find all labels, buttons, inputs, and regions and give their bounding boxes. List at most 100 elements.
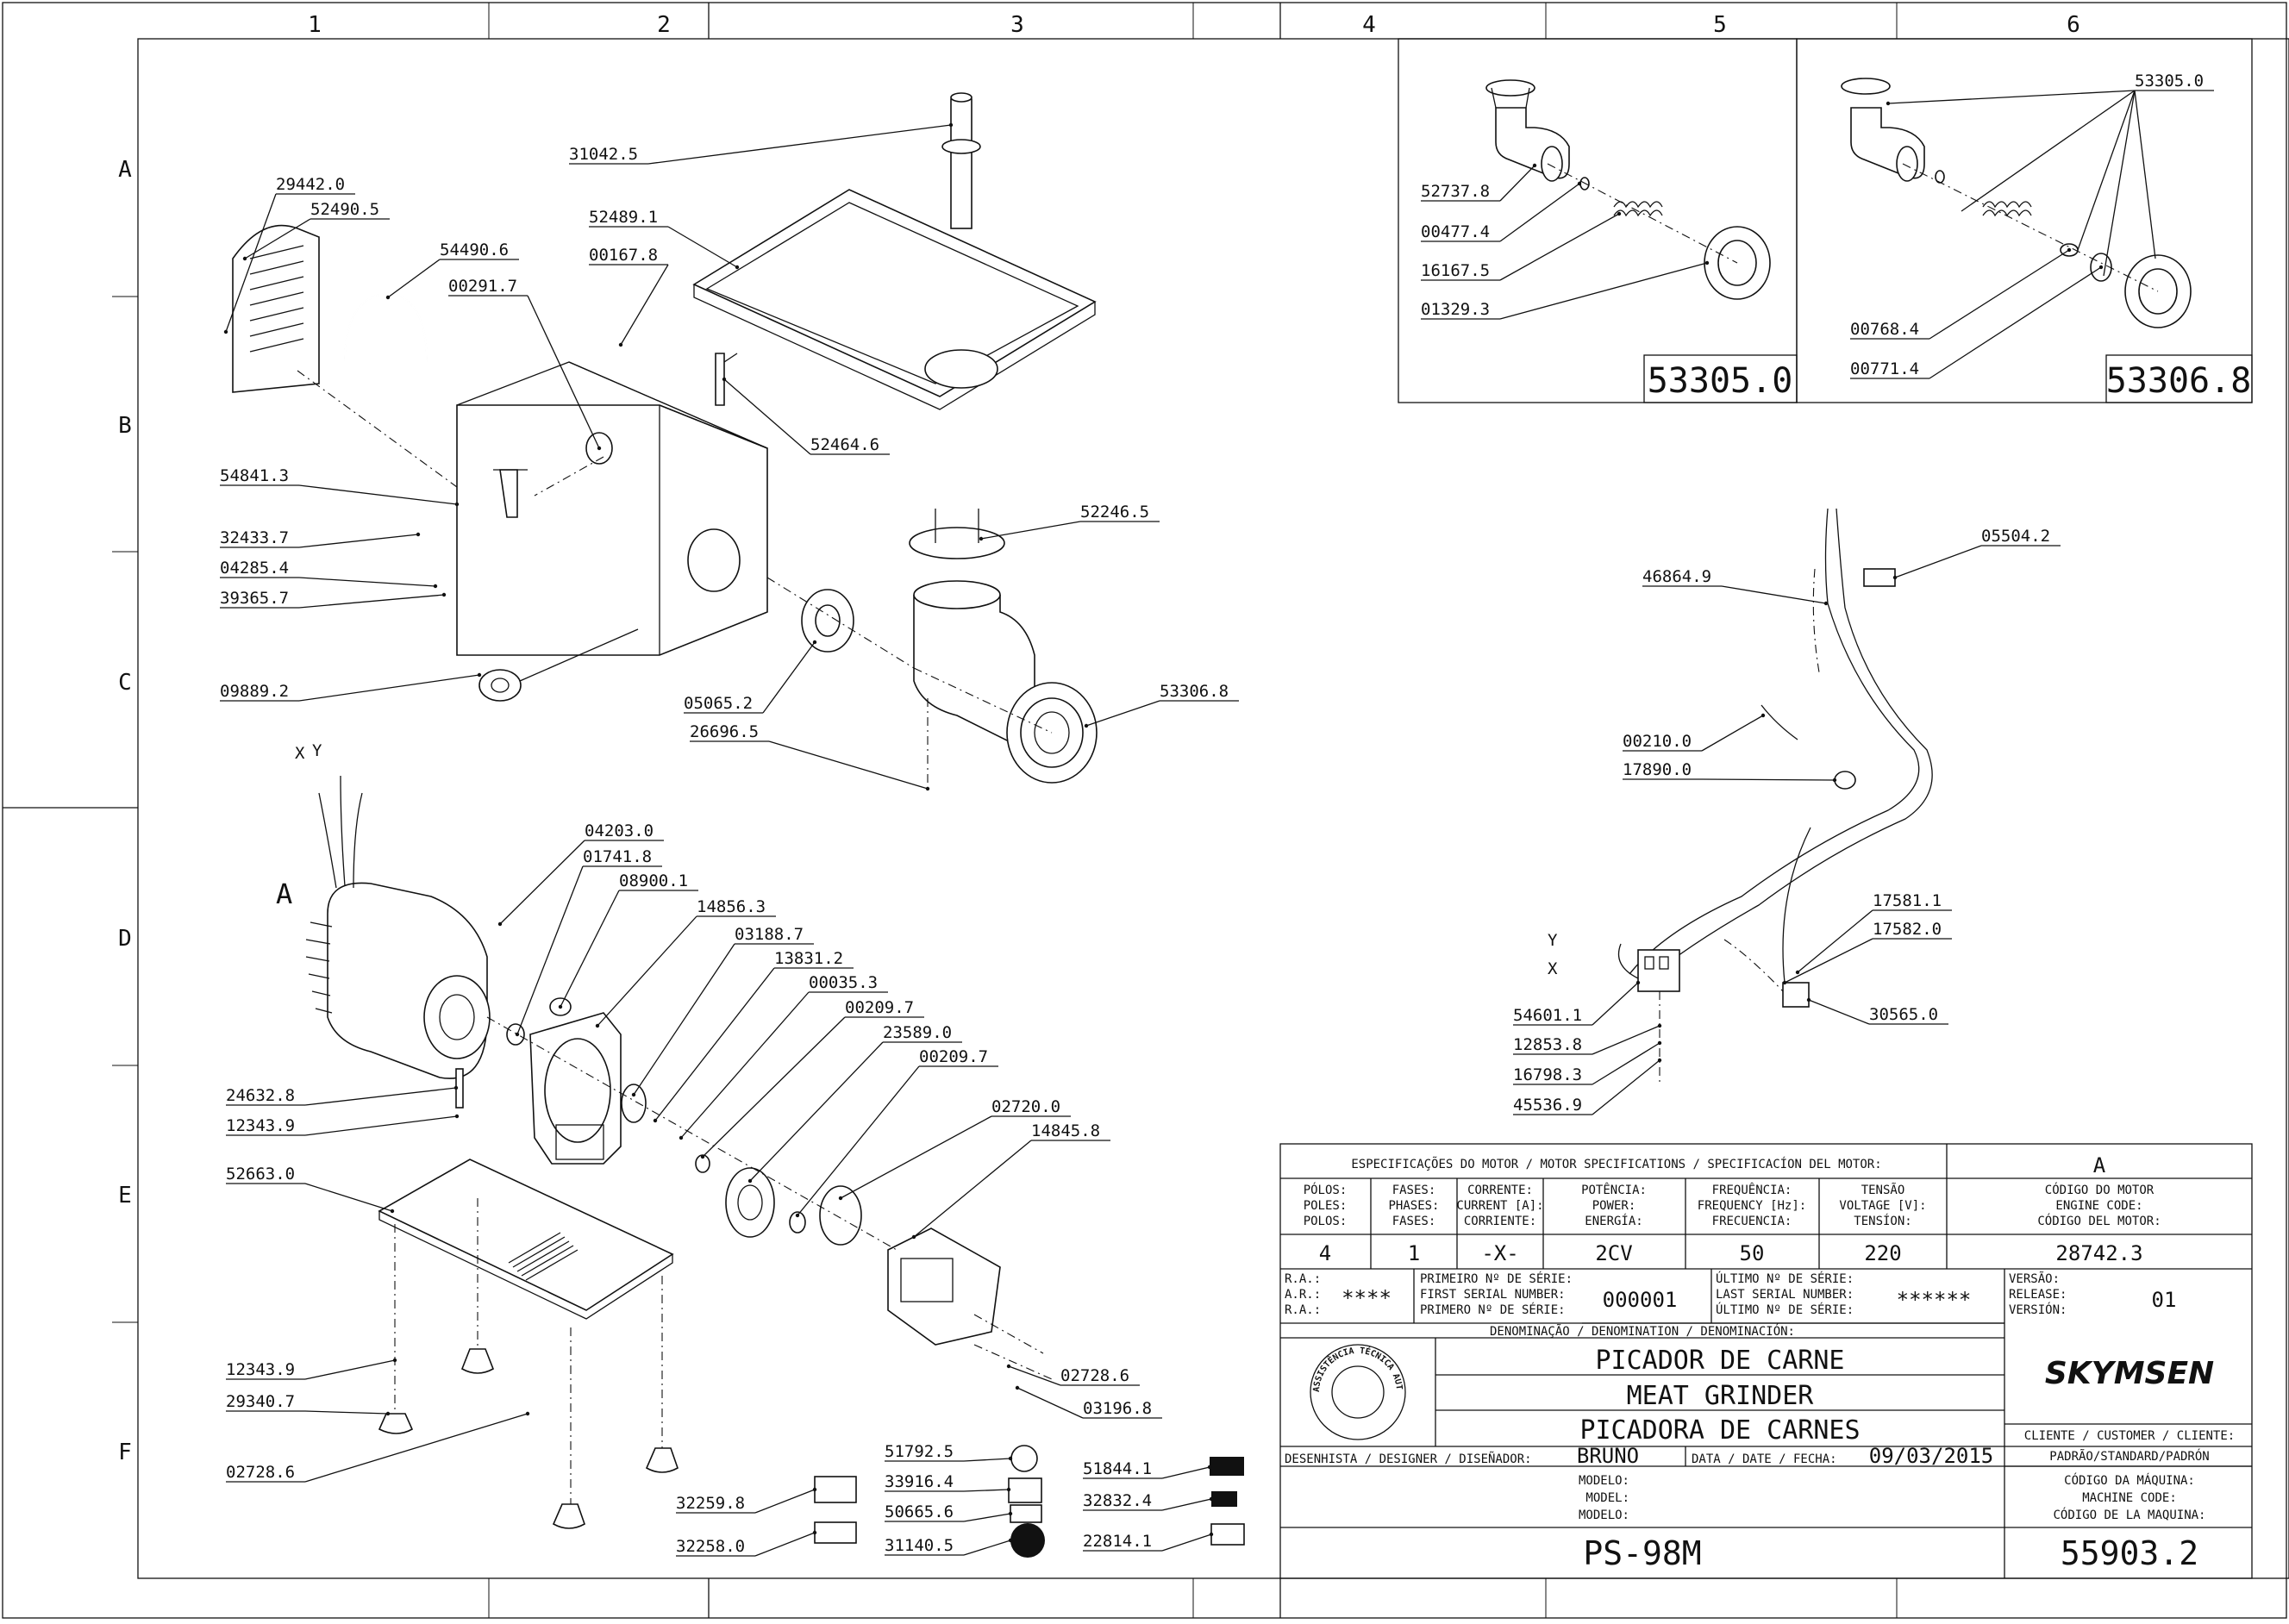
version-value: 01 xyxy=(2152,1288,2177,1312)
part-callout: 26696.5 xyxy=(690,722,759,741)
client-label: CLIENTE / CUSTOMER / CLIENTE: xyxy=(2024,1429,2235,1443)
version-label: VERSIÓN: xyxy=(2009,1302,2067,1317)
part-callout: 24632.8 xyxy=(226,1086,295,1105)
part-callout: 22814.1 xyxy=(1083,1532,1152,1551)
part-callout: 54490.6 xyxy=(440,240,509,259)
part-callout: 30565.0 xyxy=(1869,1005,1938,1024)
part-callout: 51844.1 xyxy=(1083,1459,1152,1478)
spec-label: FASES: xyxy=(1392,1215,1436,1228)
spec-label: POLOS: xyxy=(1304,1215,1348,1228)
part-callout: 03196.8 xyxy=(1083,1399,1152,1418)
motor-letter: A xyxy=(276,878,292,910)
spec-label: CORRENTE: xyxy=(1467,1184,1533,1197)
machine-code-label: MACHINE CODE: xyxy=(2082,1491,2177,1505)
part-callout: 52464.6 xyxy=(810,435,879,454)
part-callout: 52489.1 xyxy=(589,208,658,227)
part-callout: 52490.5 xyxy=(310,200,379,219)
date-label: DATA / DATE / FECHA: xyxy=(1692,1452,1837,1466)
part-callout: 31140.5 xyxy=(885,1536,954,1555)
frame-row-label: E xyxy=(118,1183,132,1209)
detail-box-title: 53306.8 xyxy=(2106,361,2252,401)
part-callout: 16798.3 xyxy=(1513,1065,1582,1084)
model-value: PS-98M xyxy=(1583,1534,1701,1572)
ra-value: **** xyxy=(1342,1286,1392,1310)
first-serial-value: 000001 xyxy=(1603,1288,1678,1312)
part-callout: 02728.6 xyxy=(1060,1366,1129,1385)
part-callout: 14856.3 xyxy=(697,897,766,916)
spec-label: TENSÍON: xyxy=(1854,1214,1911,1228)
part-callout: 05065.2 xyxy=(684,694,753,713)
axis-y-label: Y xyxy=(312,741,322,760)
product-name-es: PICADORA DE CARNES xyxy=(1579,1415,1860,1446)
spec-value: 1 xyxy=(1408,1241,1420,1265)
machine-code-label: CÓDIGO DA MÁQUINA: xyxy=(2064,1472,2195,1488)
spec-value: 2CV xyxy=(1595,1241,1632,1265)
part-callout: 52663.0 xyxy=(226,1165,295,1184)
designer-label: DESENHISTA / DESIGNER / DISEÑADOR: xyxy=(1285,1452,1532,1466)
electrical-harness xyxy=(1617,508,1933,1086)
engine-code-label: CÓDIGO DEL MOTOR: xyxy=(2037,1213,2161,1228)
model-label: MODEL: xyxy=(1585,1491,1629,1505)
ra-label: R.A.: xyxy=(1285,1303,1321,1317)
spec-value: -X- xyxy=(1481,1241,1518,1265)
part-callout: 46864.9 xyxy=(1642,567,1711,586)
spec-label: POLES: xyxy=(1304,1199,1348,1213)
part-callout: 00167.8 xyxy=(589,246,658,265)
part-callout: 52737.8 xyxy=(1421,182,1490,201)
part-callout: 00210.0 xyxy=(1623,732,1692,751)
part-callout: 00771.4 xyxy=(1850,359,1919,378)
part-callout: 12343.9 xyxy=(226,1116,295,1135)
part-callout: 54841.3 xyxy=(220,466,289,485)
ra-label: A.R.: xyxy=(1285,1288,1321,1302)
part-callout: 08900.1 xyxy=(619,871,688,890)
last-serial-label: LAST SERIAL NUMBER: xyxy=(1716,1288,1854,1302)
product-name-pt: PICADOR DE CARNE xyxy=(1596,1346,1845,1376)
part-callout: 50665.6 xyxy=(885,1502,954,1521)
part-callout: 00209.7 xyxy=(845,998,914,1017)
part-callout: 00477.4 xyxy=(1421,222,1490,241)
spec-label: CURRENT [A]: xyxy=(1456,1199,1543,1213)
part-callout: 39365.7 xyxy=(220,589,289,608)
detail-box-53306: 53306.8 xyxy=(1796,38,2253,403)
part-callout: 54601.1 xyxy=(1513,1006,1582,1025)
part-callout: 14845.8 xyxy=(1031,1121,1100,1140)
motor-spec-header: ESPECIFICAÇÕES DO MOTOR / MOTOR SPECIFIC… xyxy=(1351,1157,1881,1171)
part-callout: 01741.8 xyxy=(583,847,652,866)
harness-y-label: Y xyxy=(1548,931,1558,950)
frame-column-label: 1 xyxy=(308,12,322,38)
part-callout: 02728.6 xyxy=(226,1463,295,1482)
part-callout: 51792.5 xyxy=(885,1442,954,1461)
machine-code-label: CÓDIGO DE LA MAQUINA: xyxy=(2053,1507,2205,1522)
engine-code-label: ENGINE CODE: xyxy=(2055,1199,2142,1213)
frame-row-label: B xyxy=(118,413,132,439)
frame-column-label: 3 xyxy=(1010,12,1024,38)
part-callout: 01329.3 xyxy=(1421,300,1490,319)
spec-label: TENSÃO xyxy=(1861,1183,1905,1197)
spec-value: 4 xyxy=(1319,1241,1331,1265)
part-callout: 45536.9 xyxy=(1513,1096,1582,1115)
part-callout: 05504.2 xyxy=(1981,527,2050,546)
version-label: RELEASE: xyxy=(2009,1288,2067,1302)
callout-labels: 52737.800477.416167.501329.353305.000768… xyxy=(220,72,2204,1556)
part-callout: 29442.0 xyxy=(276,175,345,194)
motor-column-header: A xyxy=(2093,1153,2106,1177)
ra-label: R.A.: xyxy=(1285,1272,1321,1286)
denomination-header: DENOMINAÇÃO / DENOMINATION / DENOMINACIÓ… xyxy=(1490,1323,1795,1339)
part-callout: 53306.8 xyxy=(1160,682,1229,701)
part-callout: 16167.5 xyxy=(1421,261,1490,280)
last-serial-label: ÚLTIMO Nº DE SÉRIE: xyxy=(1716,1271,1854,1286)
engine-code-label: CÓDIGO DO MOTOR xyxy=(2045,1182,2155,1197)
first-serial-label: PRIMEIRO Nº DE SÉRIE: xyxy=(1420,1271,1573,1286)
spec-label: FRECUENCIA: xyxy=(1712,1215,1792,1228)
detail-box-title: 53305.0 xyxy=(1648,361,1793,401)
model-label: MODELO: xyxy=(1579,1474,1629,1488)
last-serial-label: ÚLTIMO Nº DE SÉRIE: xyxy=(1716,1302,1854,1317)
detail-box-53305: 53305.0 xyxy=(1398,38,1798,403)
spec-label: ENERGÍA: xyxy=(1585,1214,1642,1228)
part-callout: 32258.0 xyxy=(676,1537,745,1556)
part-callout: 17582.0 xyxy=(1873,920,1942,939)
part-callout: 17581.1 xyxy=(1873,891,1942,910)
